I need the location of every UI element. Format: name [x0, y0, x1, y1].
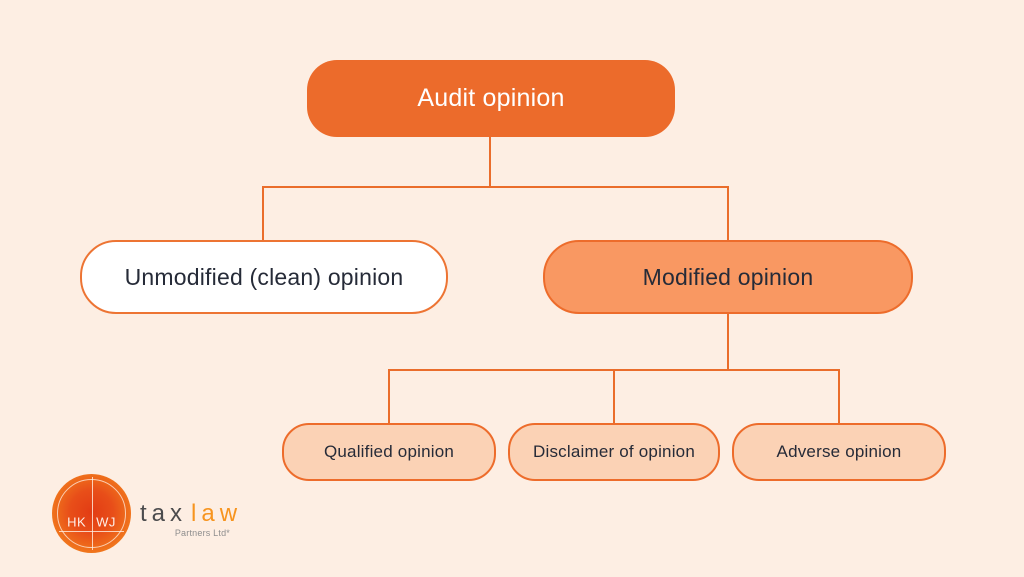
logo-monogram: HK WJ: [52, 515, 131, 530]
connector-to-disclaimer: [613, 369, 615, 425]
connector-to-adverse: [838, 369, 840, 425]
node-disclaimer-of-opinion: Disclaimer of opinion: [508, 423, 720, 481]
brand-word-law: law: [191, 500, 243, 527]
connector-modified-down: [727, 313, 729, 371]
logo-vertical-line: [91, 477, 93, 550]
brand-subtitle: Partners Ltd*: [174, 528, 230, 538]
hkwj-logo-mark: HK WJ: [52, 474, 131, 553]
connector-to-unmodified: [262, 186, 264, 242]
node-audit-opinion: Audit opinion: [307, 60, 675, 137]
node-modified-opinion: Modified opinion: [543, 240, 913, 314]
logo-monogram-right: WJ: [96, 514, 116, 530]
connector-root-down: [489, 136, 491, 188]
node-adverse-opinion: Adverse opinion: [732, 423, 946, 481]
connector-to-qualified: [388, 369, 390, 425]
logo-horizontal-line: [59, 530, 124, 532]
node-qualified-opinion: Qualified opinion: [282, 423, 496, 481]
connector-level1-horizontal: [262, 186, 729, 188]
logo-monogram-left: HK: [67, 514, 87, 530]
connector-to-modified: [727, 186, 729, 242]
node-unmodified-clean-opinion: Unmodified (clean) opinion: [80, 240, 448, 314]
brand-word-tax: tax: [140, 500, 188, 527]
